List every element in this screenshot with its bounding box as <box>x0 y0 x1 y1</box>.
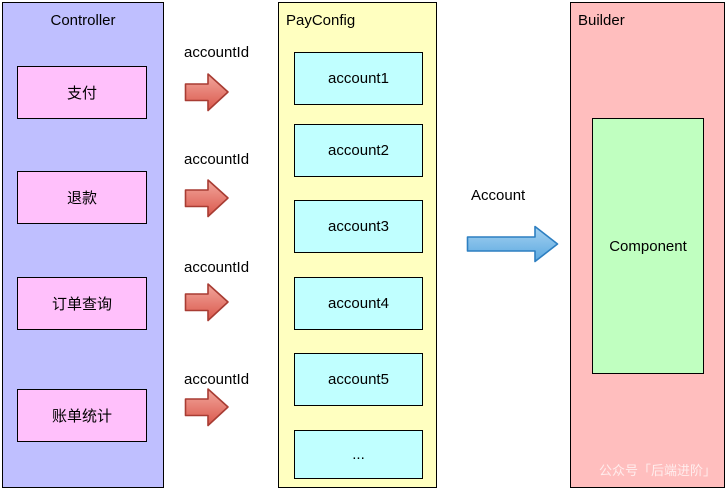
account-id-arrow-icon <box>184 283 229 322</box>
builder-panel: Builder Component 公众号「后端进阶」 <box>570 2 725 488</box>
builder-title: Builder <box>578 12 625 29</box>
watermark: 公众号「后端进阶」 <box>598 463 716 478</box>
account-arrow-icon <box>466 225 559 263</box>
controller-item-pay: 支付 <box>17 66 147 119</box>
account-box-more: ... <box>294 430 423 479</box>
payconfig-panel: PayConfig account1 account2 account3 acc… <box>278 2 437 488</box>
account-box-3: account3 <box>294 200 423 253</box>
controller-item-bill-stats: 账单统计 <box>17 389 147 442</box>
account-id-label-3: accountId <box>184 259 250 276</box>
account-box-4: account4 <box>294 277 423 330</box>
account-box-1: account1 <box>294 52 423 105</box>
payconfig-title: PayConfig <box>286 12 356 29</box>
controller-panel: Controller 支付 退款 订单查询 账单统计 <box>2 2 164 488</box>
account-id-label-4: accountId <box>184 371 250 388</box>
account-box-5: account5 <box>294 353 423 406</box>
account-label: Account <box>471 187 526 204</box>
account-id-label-2: accountId <box>184 151 250 168</box>
account-id-arrow-icon <box>184 73 229 112</box>
account-box-2: account2 <box>294 124 423 177</box>
controller-title: Controller <box>50 12 116 29</box>
component-box: Component <box>592 118 704 374</box>
controller-item-order-query: 订单查询 <box>17 277 147 330</box>
account-id-arrow-icon <box>184 179 229 218</box>
account-id-arrow-icon <box>184 388 229 427</box>
account-id-label-1: accountId <box>184 44 250 61</box>
controller-item-refund: 退款 <box>17 171 147 224</box>
